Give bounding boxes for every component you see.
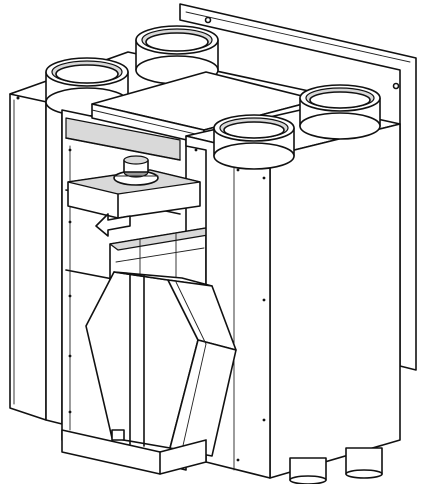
- left-casing-panel: [9, 81, 63, 425]
- condensate-connectors: [289, 447, 383, 484]
- drip-tray: [61, 429, 207, 475]
- heat-exchanger: [85, 271, 237, 457]
- fan-assembly: [67, 155, 201, 219]
- mounting-hole: [392, 82, 400, 90]
- duct-collar-front-right: [213, 114, 295, 170]
- duct-collar-rear-left: [135, 25, 219, 85]
- airflow-arrow-icon: [95, 213, 131, 237]
- mounting-hole: [204, 16, 212, 24]
- duct-collar-rear-right: [299, 84, 381, 140]
